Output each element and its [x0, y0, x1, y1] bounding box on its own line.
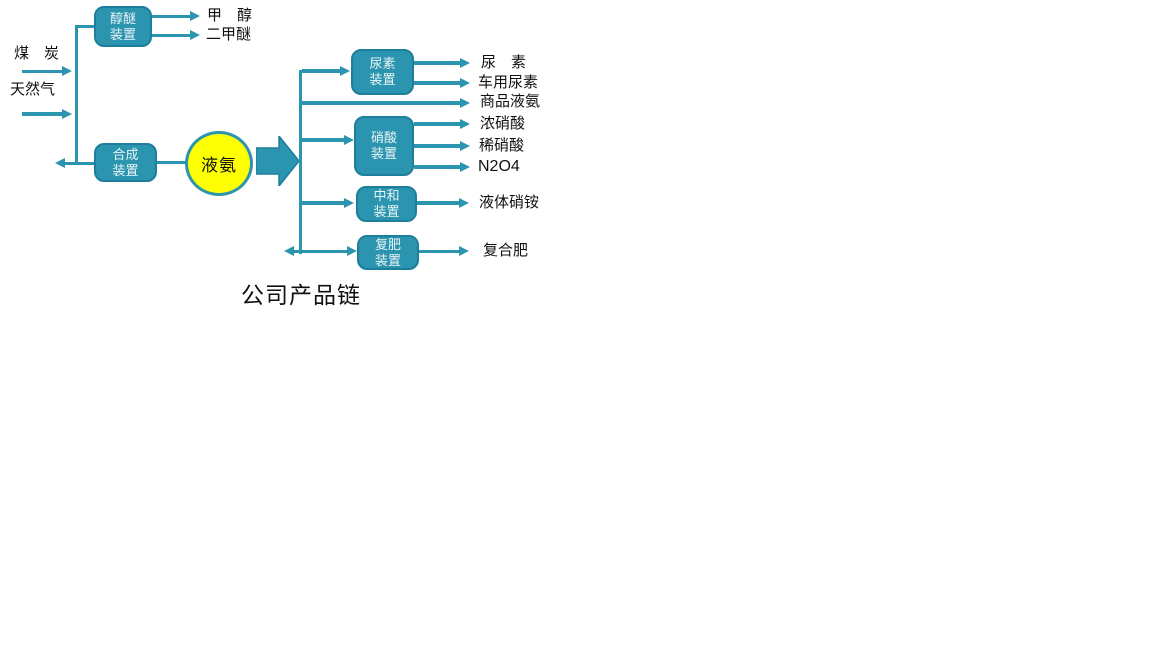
arrowhead-icon	[460, 97, 470, 108]
unit-box-neutralization: 中和 装置	[356, 186, 417, 222]
connector-line	[419, 249, 460, 253]
input-label-natural-gas: 天然气	[10, 82, 56, 98]
arrowhead-icon	[344, 197, 354, 208]
arrowhead-icon	[459, 245, 469, 256]
unit-label: 复肥	[374, 236, 401, 252]
circle-label: 液氨	[201, 156, 237, 175]
unit-label: 装置	[109, 26, 136, 42]
arrowhead-icon	[460, 140, 470, 151]
arrowhead-icon	[344, 134, 354, 145]
intermediate-liquid-ammonia: 液氨	[185, 131, 253, 196]
connector-line	[157, 160, 186, 164]
product-label-concentrated-nitric-acid: 浓硝酸	[480, 116, 526, 132]
unit-label: 合成	[112, 146, 139, 162]
connector-line	[302, 101, 461, 105]
connector-line	[64, 161, 94, 165]
unit-box-urea: 尿素 装置	[351, 49, 414, 95]
product-label-dimethyl-ether: 二甲醚	[206, 27, 252, 43]
arrowhead-icon	[340, 65, 350, 76]
unit-box-synthesis: 合成 装置	[94, 143, 157, 182]
arrowhead-icon	[460, 77, 470, 88]
connector-line	[152, 14, 191, 18]
connector-line	[414, 61, 461, 65]
product-label-urea: 尿 素	[481, 55, 527, 71]
connector-line	[74, 24, 95, 29]
arrowhead-icon	[284, 245, 294, 256]
product-label-n2o4: N2O4	[478, 158, 520, 175]
arrowhead-icon	[460, 118, 470, 129]
arrowhead-icon	[62, 108, 72, 119]
arrowhead-icon	[347, 245, 357, 256]
connector-line	[414, 122, 461, 126]
unit-label: 装置	[369, 72, 396, 87]
unit-box-alcohol-ether: 醇醚 装置	[94, 6, 152, 47]
unit-box-nitric-acid: 硝酸 装置	[354, 116, 414, 176]
unit-label: 尿素	[369, 56, 396, 71]
arrowhead-icon	[62, 66, 72, 76]
arrowhead-icon	[460, 57, 470, 68]
unit-label: 装置	[112, 162, 139, 178]
unit-label: 装置	[374, 252, 401, 268]
arrowhead-icon	[460, 161, 470, 172]
arrowhead-icon	[459, 197, 469, 208]
connector-line	[74, 25, 78, 165]
unit-label: 装置	[373, 204, 400, 219]
arrowhead-icon	[55, 157, 65, 168]
product-label-methanol: 甲 醇	[207, 8, 253, 24]
product-label-commercial-liquid-ammonia: 商品液氨	[480, 94, 541, 110]
input-label-coal: 煤 炭	[14, 46, 60, 62]
product-label-vehicle-urea: 车用尿素	[478, 75, 539, 91]
connector-line	[22, 112, 63, 116]
connector-line	[414, 81, 461, 85]
diagram-title: 公司产品链	[241, 283, 361, 308]
connector-line	[302, 201, 345, 205]
unit-label: 硝酸	[370, 130, 397, 145]
product-label-compound-fertilizer: 复合肥	[483, 243, 529, 259]
big-arrow-icon	[256, 136, 299, 186]
unit-label: 中和	[373, 188, 400, 203]
unit-label: 装置	[370, 146, 397, 161]
connector-line	[293, 249, 348, 253]
product-label-dilute-nitric-acid: 稀硝酸	[479, 138, 525, 154]
connector-line	[414, 144, 461, 148]
connector-line	[152, 33, 191, 37]
unit-box-compound-fertilizer: 复肥 装置	[357, 235, 419, 270]
connector-line	[417, 201, 460, 205]
connector-line	[302, 69, 341, 73]
unit-label: 醇醚	[109, 10, 136, 26]
connector-line	[302, 138, 345, 142]
arrowhead-icon	[190, 10, 200, 21]
connector-line	[298, 69, 302, 254]
arrowhead-icon	[190, 29, 200, 40]
connector-line	[22, 69, 63, 74]
product-label-liquid-ammonium-nitrate: 液体硝铵	[479, 195, 540, 211]
connector-line	[414, 165, 461, 169]
